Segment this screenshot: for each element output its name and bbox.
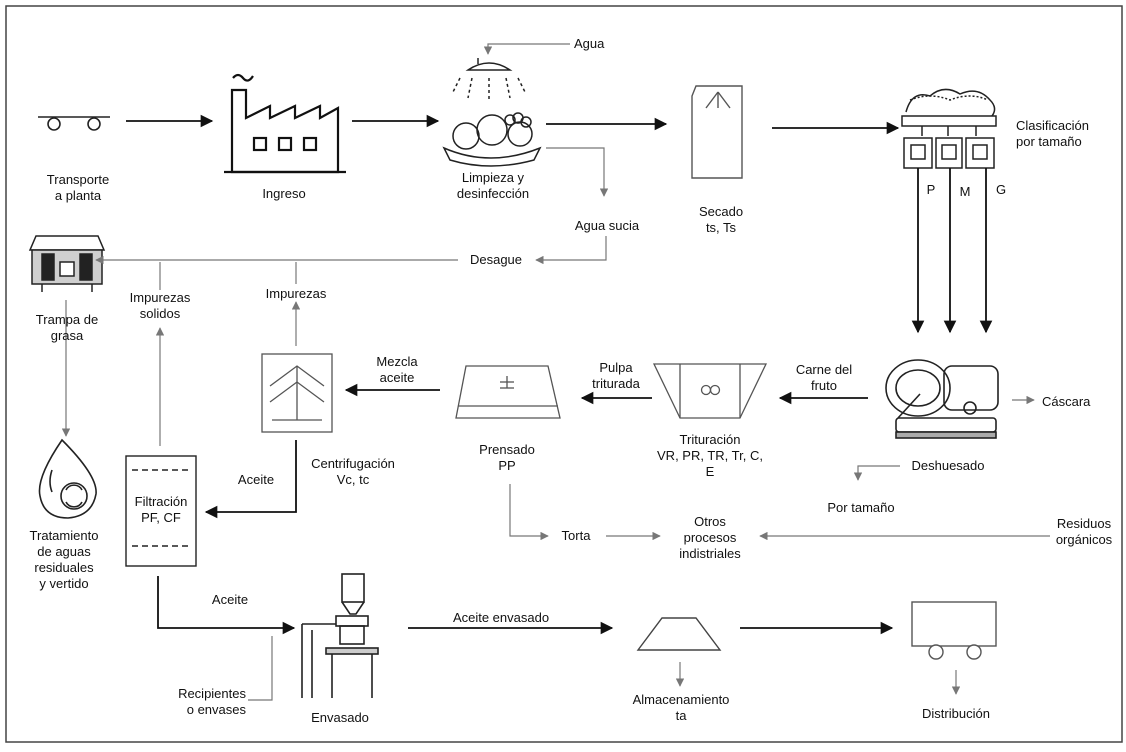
node-label: Limpieza y bbox=[461, 170, 525, 185]
node-envasado: Envasado bbox=[300, 710, 380, 726]
node-label: VR, PR, TR, Tr, C, bbox=[657, 448, 763, 463]
node-label: a planta bbox=[54, 188, 102, 203]
node-label: Clasificación bbox=[1016, 118, 1089, 133]
node-label: Centrifugación bbox=[311, 456, 395, 471]
node-limpieza: Limpieza y desinfección bbox=[438, 170, 548, 202]
conveyor-icon bbox=[38, 116, 110, 131]
label-impurezas: Impurezas bbox=[265, 286, 327, 301]
node-label: desinfección bbox=[456, 186, 530, 201]
pitting-machine-icon bbox=[885, 359, 999, 439]
node-label: E bbox=[705, 464, 715, 479]
label-recipientes: Recipientes o envases bbox=[150, 686, 246, 718]
node-centrifugacion: Centrifugación Vc, tc bbox=[302, 456, 404, 488]
node-label: PP bbox=[498, 458, 516, 473]
node-deshuesado: Deshuesado bbox=[900, 458, 996, 474]
node-label: Otros bbox=[694, 514, 726, 529]
label-aceite-centrifuga: Aceite bbox=[237, 472, 275, 487]
label-impurezas-solidos: Impurezas solidos bbox=[112, 290, 208, 322]
flow-label: Impurezas bbox=[129, 290, 191, 305]
node-label: de aguas bbox=[37, 544, 91, 559]
filling-machine-icon bbox=[301, 573, 379, 698]
label-aceite-filtracion: Aceite bbox=[211, 592, 249, 607]
node-label: Vc, tc bbox=[336, 472, 370, 487]
node-label: por tamaño bbox=[1016, 134, 1082, 149]
grease-trap-icon bbox=[28, 235, 106, 292]
node-transporte: Transporte a planta bbox=[26, 172, 130, 204]
node-ingreso: Ingreso bbox=[244, 186, 324, 202]
crusher-icon bbox=[652, 363, 768, 419]
node-otros: Otros procesos indistriales bbox=[662, 514, 758, 562]
node-trampa: Trampa de grasa bbox=[20, 312, 114, 344]
node-label: ts, Ts bbox=[705, 220, 737, 235]
flow-label: Carne del bbox=[795, 362, 853, 377]
node-label: ta bbox=[675, 708, 687, 723]
node-label: Trituración bbox=[679, 432, 741, 447]
flow-label: orgánicos bbox=[1055, 532, 1113, 547]
node-label: procesos bbox=[683, 530, 737, 545]
label-pulpa-triturada: Pulpa triturada bbox=[580, 360, 652, 392]
node-label: PF, CF bbox=[141, 510, 181, 525]
node-clasificacion: Clasificación por tamaño bbox=[1016, 118, 1116, 150]
centrifuge-icon bbox=[261, 353, 333, 433]
flow-label: Recipientes bbox=[178, 686, 246, 701]
node-label: y vertido bbox=[39, 576, 89, 591]
node-label: indistriales bbox=[679, 546, 741, 561]
label-cascara: Cáscara bbox=[1042, 394, 1091, 409]
node-prensado: Prensado PP bbox=[466, 442, 548, 474]
main-flow-lines bbox=[126, 114, 993, 635]
label-agua-sucia: Agua sucia bbox=[574, 218, 640, 233]
water-treatment-icon bbox=[38, 438, 97, 519]
size-class-g: G bbox=[995, 182, 1007, 197]
flow-label: fruto bbox=[810, 378, 837, 393]
label-desague: Desague bbox=[469, 252, 523, 267]
label-mezcla-aceite: Mezcla aceite bbox=[362, 354, 432, 386]
dryer-icon bbox=[691, 85, 743, 179]
node-secado: Secado ts, Ts bbox=[686, 204, 756, 236]
label-agua: Agua bbox=[574, 36, 605, 51]
flow-label: solidos bbox=[139, 306, 181, 321]
size-class-p: P bbox=[926, 182, 936, 197]
secondary-flow-lines bbox=[61, 43, 1050, 701]
node-label: Deshuesado bbox=[911, 458, 985, 473]
flow-label: Residuos bbox=[1056, 516, 1112, 531]
storage-icon bbox=[636, 617, 722, 651]
label-residuos: Residuos orgánicos bbox=[1048, 516, 1120, 548]
sorter-icon bbox=[901, 88, 997, 169]
node-label: Envasado bbox=[311, 710, 369, 725]
label-torta: Torta bbox=[561, 528, 591, 543]
truck-icon bbox=[911, 601, 997, 660]
flow-label: Mezcla bbox=[376, 354, 418, 369]
label-carne-fruto: Carne del fruto bbox=[786, 362, 862, 394]
filter-icon bbox=[125, 455, 197, 567]
flow-label: triturada bbox=[592, 376, 640, 391]
label-aceite-envasado: Aceite envasado bbox=[452, 610, 550, 625]
node-label: Secado bbox=[698, 204, 744, 219]
node-label: Trampa de bbox=[35, 312, 99, 327]
factory-icon bbox=[224, 73, 346, 174]
node-filtracion: Filtración PF, CF bbox=[126, 494, 196, 526]
node-tratamiento: Tratamiento de aguas residuales y vertid… bbox=[14, 528, 114, 592]
diagram-border bbox=[5, 5, 1123, 743]
flow-label: o envases bbox=[186, 702, 246, 717]
label-por-tamano: Por tamaño bbox=[827, 500, 895, 515]
size-class-m: M bbox=[959, 184, 971, 199]
node-label: grasa bbox=[50, 328, 84, 343]
node-trituracion: Trituración VR, PR, TR, Tr, C, E bbox=[642, 432, 778, 480]
node-almacenamiento: Almacenamiento ta bbox=[616, 692, 746, 724]
washing-icon bbox=[442, 58, 542, 167]
node-label: Tratamiento bbox=[29, 528, 99, 543]
node-label: Prensado bbox=[479, 442, 535, 457]
flow-label: Pulpa bbox=[599, 360, 633, 375]
node-label: residuales bbox=[34, 560, 94, 575]
node-distribucion: Distribución bbox=[906, 706, 1006, 722]
node-label: Distribución bbox=[922, 706, 990, 721]
flow-label: aceite bbox=[379, 370, 415, 385]
node-label: Almacenamiento bbox=[632, 692, 730, 707]
press-icon bbox=[455, 365, 561, 419]
node-label: Transporte bbox=[46, 172, 110, 187]
node-label: Filtración bbox=[134, 494, 188, 509]
node-label: Ingreso bbox=[262, 186, 306, 201]
